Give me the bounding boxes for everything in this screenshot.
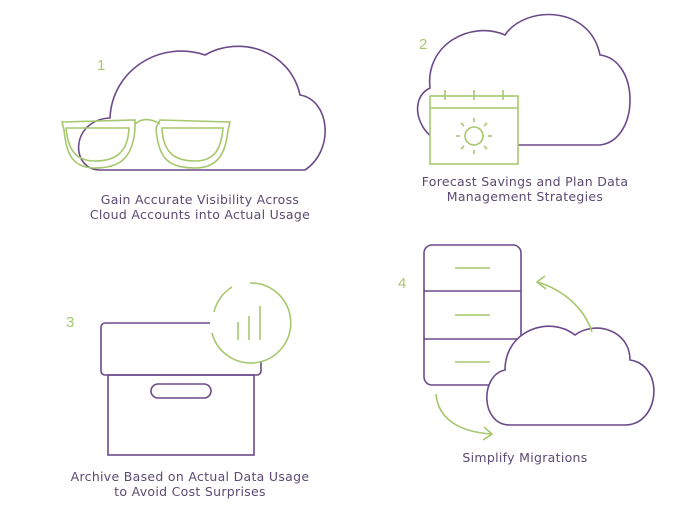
glasses-cloud-icon [60,45,326,171]
caption-line: to Avoid Cost Surprises [114,484,266,499]
step-number-4: 4 [398,275,407,292]
step-caption-2: Forecast Savings and Plan Data Managemen… [405,174,645,204]
arrow-down-icon [435,393,493,435]
caption-line: Management Strategies [446,189,604,204]
step-number-3: 3 [66,314,75,331]
step-caption-4: Simplify Migrations [425,450,625,465]
step-number-1: 1 [97,57,106,74]
caption-line: Forecast Savings and Plan Data [421,174,629,189]
calendar-shape [429,90,519,165]
arrow-up-icon [536,281,593,333]
caption-line: Gain Accurate Visibility Across [100,192,300,207]
cloud-shape [416,13,631,146]
migration-arrows [435,275,593,441]
cloud-shape [77,45,326,171]
calendar-cloud-icon [416,13,631,165]
box-body [107,374,255,456]
caption-line: Archive Based on Actual Data Usage [70,469,310,484]
caption-line: Cloud Accounts into Actual Usage [89,207,311,222]
step-number-2: 2 [419,36,428,53]
step-caption-1: Gain Accurate Visibility Across Cloud Ac… [80,192,320,222]
step-caption-3: Archive Based on Actual Data Usage to Av… [60,469,320,499]
server-migration-icon [423,244,655,441]
server-stack [423,244,522,386]
glasses-shape [60,118,232,169]
box-handle [150,383,212,399]
chart-badge-icon [210,282,292,364]
caption-line: Simplify Migrations [462,450,588,465]
archive-box-icon [100,282,292,456]
cloud-shape [486,325,655,426]
